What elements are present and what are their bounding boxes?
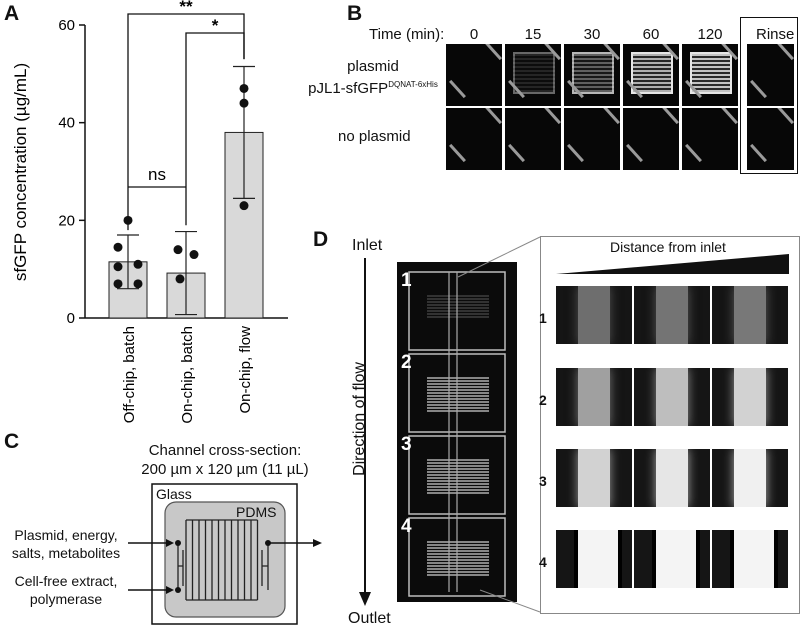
timelapse-image-plasmid (564, 44, 620, 106)
data-point (113, 279, 123, 289)
zoom-image (712, 449, 788, 507)
channel-title-line1: Channel cross-section: (148, 442, 302, 459)
chip-schematic (128, 483, 322, 625)
timelapse-image-no-plasmid (682, 108, 738, 170)
category-label: Off-chip, batch (121, 326, 138, 423)
time-label: 120 (697, 26, 723, 43)
category-label: On-chip, flow (237, 326, 254, 414)
panel-label-b: B (347, 2, 363, 25)
time-header: Time (min): (369, 26, 445, 43)
flow-arrow (359, 258, 371, 606)
zoom-image (634, 286, 710, 344)
data-point (133, 279, 143, 289)
input-label-2-line1: Cell-free extract, (14, 573, 118, 589)
plasmid-sup: DQNAT-6xHis (388, 80, 438, 89)
timelapse-image-no-plasmid (505, 108, 561, 170)
zoom-image (634, 449, 710, 507)
sig-label: * (212, 16, 219, 35)
timelapse-image-plasmid (446, 44, 502, 106)
time-label: 0 (469, 26, 479, 43)
zoom-image (556, 449, 632, 507)
channel-title: Channel cross-section: 200 µm x 120 µm (… (132, 441, 318, 479)
serpentine-channel (185, 519, 259, 601)
timelapse-image-no-plasmid (564, 108, 620, 170)
data-point (113, 262, 123, 272)
plasmid-name: pJL1-sfGFP (308, 80, 389, 97)
timelapse-image-plasmid (747, 44, 794, 106)
chamber-number: 4 (401, 516, 412, 537)
plasmid-label-line2: pJL1-sfGFPDQNAT-6xHis (300, 76, 446, 98)
zoom-row-label: 4 (539, 554, 547, 570)
time-label: 30 (583, 26, 601, 43)
y-tick-label: 60 (58, 17, 75, 34)
chip-photo-overlay (408, 271, 506, 597)
y-tick-label: 40 (58, 115, 75, 132)
y-tick-label: 20 (58, 212, 75, 229)
chamber-number: 2 (401, 352, 412, 373)
channel-title-line2: 200 µm x 120 µm (11 µL) (141, 461, 309, 478)
input-label-2-line2: polymerase (29, 591, 103, 607)
zoom-row-label: 3 (539, 473, 547, 489)
plasmid-label-line1: plasmid (347, 58, 399, 75)
input-label-2: Cell-free extract, polymerase (2, 572, 130, 608)
data-point (239, 98, 249, 108)
zoom-image (556, 368, 632, 426)
input-label-1-line2: salts, metabolites (11, 545, 121, 561)
row-label-no-plasmid: no plasmid (338, 128, 411, 145)
input-label-1: Plasmid, energy, salts, metabolites (2, 526, 130, 562)
zoom-row-label: 2 (539, 392, 547, 408)
timelapse-image-no-plasmid (747, 108, 794, 170)
sig-label: ns (148, 165, 166, 184)
timelapse-image-plasmid (682, 44, 738, 106)
timelapse-image-no-plasmid (446, 108, 502, 170)
data-point (173, 245, 183, 255)
inlet-label: Inlet (352, 237, 383, 254)
zoom-image (712, 530, 788, 588)
row-label-plasmid: plasmid pJL1-sfGFPDQNAT-6xHis (300, 58, 446, 98)
timelapse-image-no-plasmid (623, 108, 679, 170)
panel-label-a: A (4, 2, 20, 25)
data-point (239, 83, 249, 93)
input-label-1-line1: Plasmid, energy, (14, 527, 118, 543)
glass-label: Glass (156, 486, 192, 502)
time-label: 15 (524, 26, 542, 43)
panel-label-c: C (4, 430, 20, 453)
zoom-image (634, 368, 710, 426)
rinse-label: Rinse (756, 26, 795, 43)
distance-wedge (556, 254, 789, 274)
data-point (133, 259, 143, 269)
inlet-lines (177, 543, 269, 590)
zoom-image (712, 368, 788, 426)
data-point (189, 250, 199, 260)
data-point (113, 242, 123, 252)
zoom-image (556, 530, 632, 588)
rinse-box (740, 17, 798, 174)
zoom-image (712, 286, 788, 344)
chamber-number: 3 (401, 434, 412, 455)
sig-bracket (127, 13, 245, 231)
timelapse-image-plasmid (623, 44, 679, 106)
sig-label: ** (179, 0, 193, 16)
y-axis-label: sfGFP concentration (µg/mL) (11, 63, 30, 281)
zoom-image (634, 530, 710, 588)
bar (108, 261, 148, 319)
panel-label-d: D (313, 228, 329, 251)
time-label: 60 (642, 26, 660, 43)
outlet-label: Outlet (348, 610, 391, 627)
timelapse-image-plasmid (505, 44, 561, 106)
zoom-image (556, 286, 632, 344)
pdms-label: PDMS (236, 504, 277, 520)
data-point (175, 274, 185, 284)
y-tick-label: 0 (67, 310, 75, 327)
zoom-row-label: 1 (539, 310, 547, 326)
category-label: On-chip, batch (179, 326, 196, 424)
data-point (239, 201, 249, 211)
chamber-number: 1 (401, 270, 412, 291)
distance-label: Distance from inlet (610, 239, 726, 255)
